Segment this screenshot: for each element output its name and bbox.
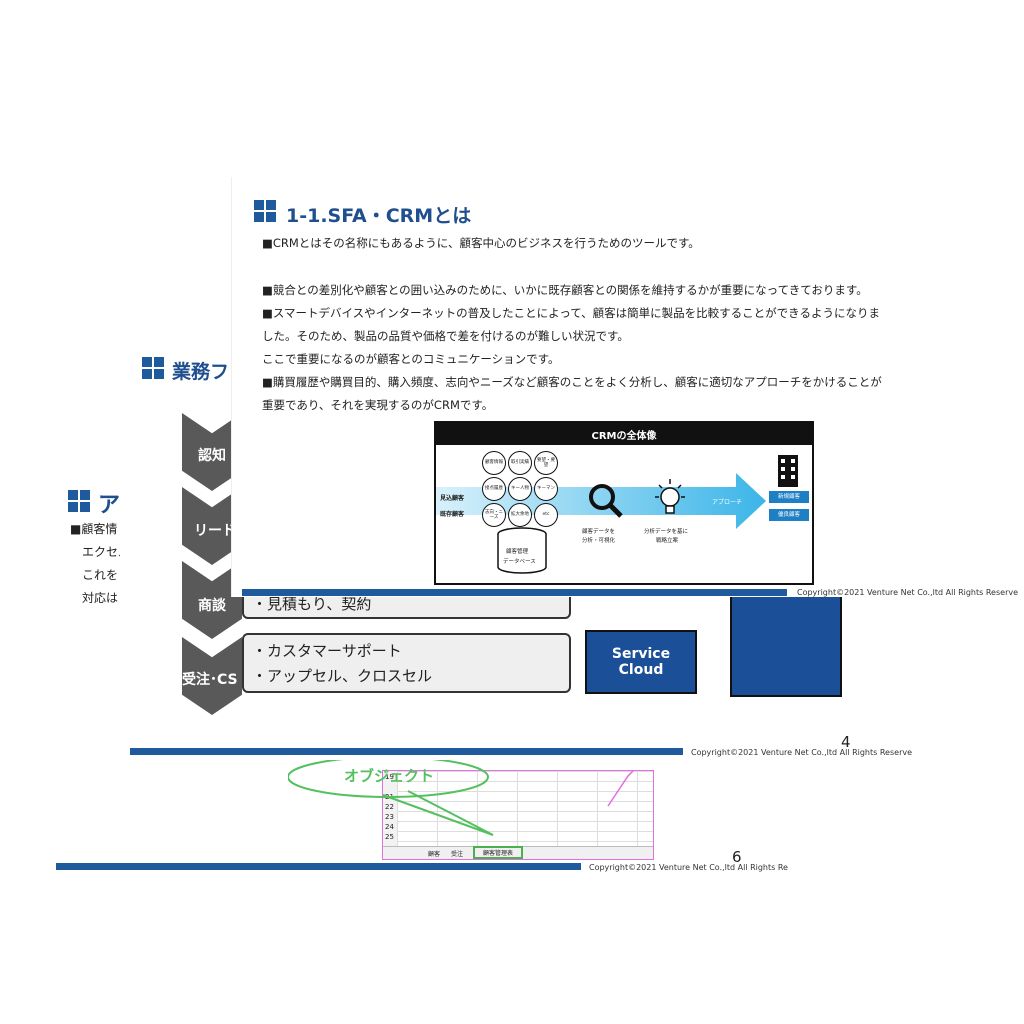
- body-line: ■CRMとはその名称にもあるように、顧客中心のビジネスを行うためのツールです。: [262, 236, 700, 250]
- data-bubble: 取引実績: [508, 451, 532, 475]
- step-label: 認知: [198, 448, 226, 464]
- text-line: エクセル: [82, 545, 131, 559]
- data-bubble: 拡大余地: [508, 503, 532, 527]
- body-line: ここで重要になるのが顧客とのコミュニケーションです。: [262, 352, 560, 366]
- strategy-label: 戦略立案: [656, 538, 679, 544]
- logo-icon: [68, 490, 90, 512]
- data-bubble: 顧客情報: [482, 451, 506, 475]
- body-line: 重要であり、それを実現するのがCRMです。: [262, 398, 494, 412]
- left-label: 見込顧客: [440, 495, 465, 502]
- sheet-tab[interactable]: 受注: [451, 851, 464, 858]
- footer-bar: [242, 589, 787, 596]
- pink-annotation-line: [607, 771, 634, 807]
- row-number: 25: [385, 833, 394, 841]
- step-label: 商談: [198, 598, 226, 614]
- row-number: 19: [385, 773, 394, 781]
- slide-title: 業務フ: [172, 361, 230, 383]
- target-loyal: 優良顧客: [769, 509, 809, 521]
- left-label: 既存顧客: [440, 511, 465, 518]
- cs-box: [242, 633, 571, 693]
- shodan-text: ・見積もり、契約: [252, 595, 372, 613]
- body-line: ■購買履歴や購買目的、購入頻度、志向やニーズなど顧客のことをよく分析し、顧客に適…: [262, 375, 882, 389]
- data-bubble: キーマン: [534, 477, 558, 501]
- navy-block: [730, 583, 842, 697]
- page-number: 6: [732, 848, 742, 866]
- footer-bar: [56, 863, 581, 870]
- data-bubble: 志向・ニーズ: [482, 503, 506, 527]
- slide-title: 1-1.SFA・CRMとは: [286, 205, 472, 227]
- body-line: ■競合との差別化や顧客との囲い込みのために、いかに既存顧客との関係を維持するかが…: [262, 283, 868, 297]
- database-icon: [497, 527, 547, 574]
- crm-diagram: CRMの全体像 見込顧客 既存顧客 顧客情報取引実績要望・要望接点履歴キー人物キ…: [434, 421, 814, 585]
- body-line: ■スマートデバイスやインターネットの普及したことによって、顧客は簡単に製品を比較…: [262, 306, 880, 320]
- analyze-label: 顧客データを: [582, 529, 616, 535]
- footer-bar: [130, 748, 683, 755]
- step-label: 受注･CS: [182, 672, 238, 688]
- page-number: 4: [841, 733, 851, 751]
- magnifier-icon: [589, 484, 623, 518]
- target-new: 新規顧客: [769, 491, 809, 503]
- row-number: 23: [385, 813, 394, 821]
- strategy-label: 分析データを基に: [644, 529, 689, 535]
- database-label: データベース: [503, 559, 536, 565]
- text-line: これを: [82, 568, 119, 582]
- diagram-title: CRMの全体像: [591, 431, 657, 442]
- cs-item: ・アップセル、クロスセル: [252, 667, 433, 685]
- copyright: Copyright©2021 Venture Net Co.,ltd All R…: [691, 748, 913, 757]
- cs-item: ・カスタマーサポート: [252, 642, 402, 660]
- data-bubble: キー人物: [508, 477, 532, 501]
- row-number: 22: [385, 803, 394, 811]
- callout-text: オブジェクト: [344, 767, 435, 785]
- logo-icon: [142, 357, 164, 379]
- text-line: ■顧客情: [70, 522, 118, 536]
- sheet-tab[interactable]: 顧客: [428, 851, 441, 858]
- lightbulb-icon: [655, 479, 685, 514]
- approach-label: アプローチ: [712, 499, 743, 506]
- copyright: Copyright©2021 Venture Net Co.,ltd All R…: [589, 863, 788, 872]
- service-cloud-line: Service: [611, 646, 671, 662]
- data-bubble: etc: [534, 503, 558, 527]
- step-label: リード: [194, 523, 236, 539]
- sheet-tab-active[interactable]: 顧客管理表: [473, 846, 524, 859]
- analyze-label: 分析・可視化: [582, 538, 616, 544]
- service-cloud-button: Service Cloud: [585, 630, 697, 694]
- data-bubble: 要望・要望: [534, 451, 558, 475]
- service-cloud-line: Cloud: [618, 662, 664, 678]
- data-bubble: 接点履歴: [482, 477, 506, 501]
- logo-icon: [254, 200, 276, 222]
- body-line: した。そのため、製品の品質や価格で差を付けるのが難しい状況です。: [262, 329, 629, 343]
- database-label: 顧客管理: [506, 549, 529, 555]
- copyright: Copyright©2021 Venture Net Co.,ltd All R…: [797, 588, 1019, 597]
- text-line: 対応は: [82, 591, 119, 605]
- row-number: 24: [385, 823, 394, 831]
- building-icon: [778, 455, 798, 487]
- slide-front: 1-1.SFA・CRMとは ■CRMとはその名称にもあるように、顧客中心のビジネ…: [232, 177, 1018, 597]
- spreadsheet-screenshot: 19 21 22 23 24 25 顧客 受注 顧客管理表: [382, 770, 654, 860]
